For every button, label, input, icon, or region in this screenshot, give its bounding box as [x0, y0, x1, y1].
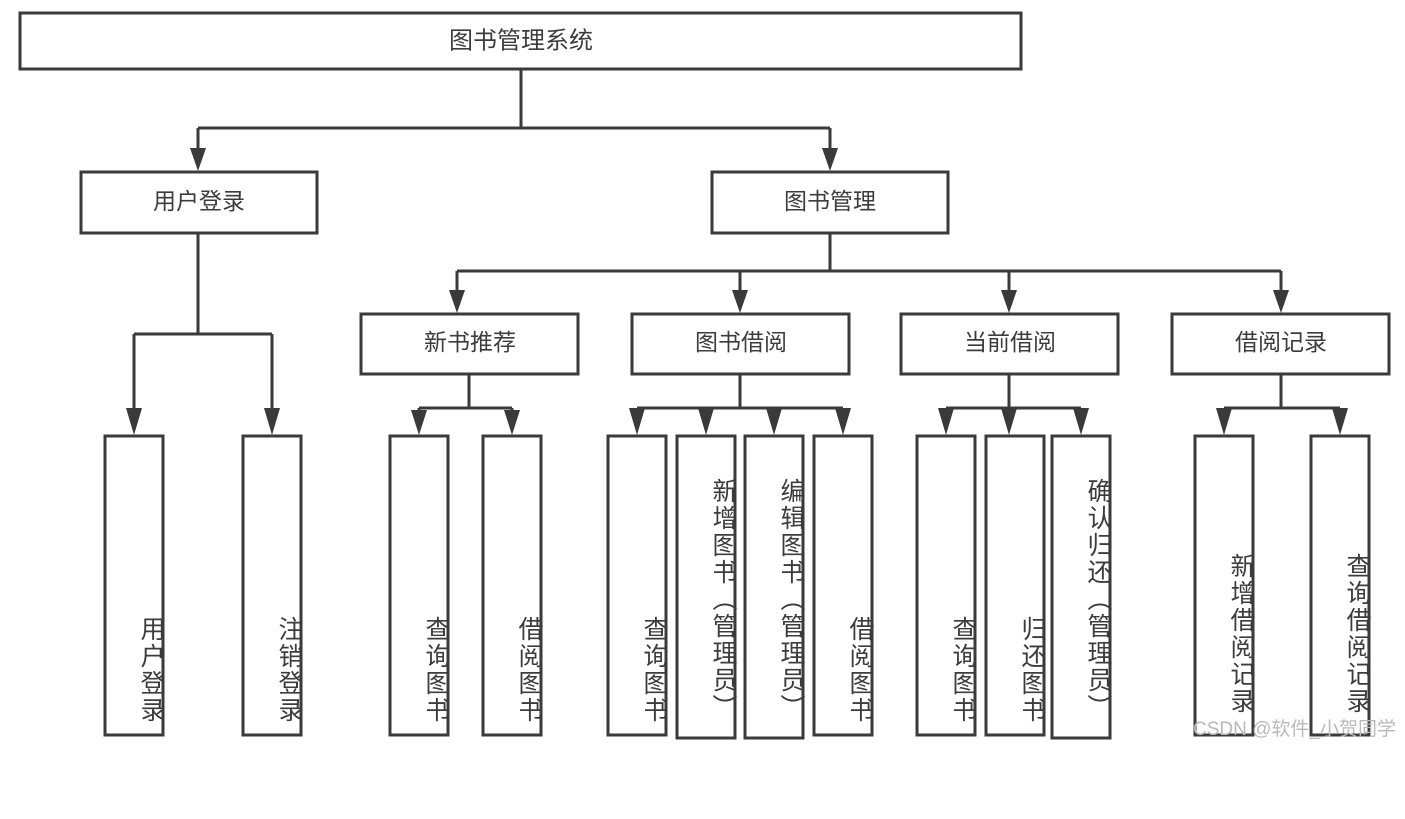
node-new-book-rec[interactable]: 新书推荐: [359, 312, 580, 376]
arrow-head-user-login: [190, 148, 206, 171]
arrow-head-leaf-logout: [264, 408, 280, 435]
arrow-head-leaf-query-book-3: [938, 408, 954, 435]
node-leaf-edit-book-box[interactable]: [743, 434, 805, 740]
arrow-head-leaf-add-record: [1216, 408, 1232, 435]
arrow-head-current-borrow: [1001, 290, 1017, 313]
node-new-book-rec-box[interactable]: [359, 312, 580, 376]
node-leaf-query-book-1-box[interactable]: [388, 434, 450, 737]
node-leaf-query-record-box[interactable]: [1309, 434, 1371, 737]
node-borrow-record-box[interactable]: [1170, 312, 1391, 376]
node-leaf-logout-box[interactable]: [241, 434, 303, 737]
arrow-head-leaf-confirm-return: [1073, 408, 1089, 435]
flowchart-canvas: 图书管理系统 用户登录 图书管理 新书推荐 图书借阅 当前借阅 借阅记录: [18, 11, 1391, 740]
node-leaf-add-book-box[interactable]: [675, 434, 737, 740]
arrow-head-book-manage: [822, 148, 838, 171]
node-book-borrow-box[interactable]: [630, 312, 851, 376]
node-leaf-confirm-return-box[interactable]: [1050, 434, 1112, 740]
node-book-manage-box[interactable]: [710, 170, 950, 235]
node-new-book-rec-label: 新书推荐: [424, 329, 516, 355]
node-user-login-label: 用户登录: [153, 188, 245, 214]
node-leaf-query-book-3-box[interactable]: [915, 434, 977, 737]
arrow-head-leaf-query-book-2: [629, 408, 645, 435]
node-book-borrow[interactable]: 图书借阅: [630, 312, 851, 376]
node-leaf-user-login-box[interactable]: [103, 434, 165, 737]
node-user-login[interactable]: 用户登录: [79, 170, 319, 235]
csdn-watermark: CSDN @软件_小贺同学: [1193, 719, 1396, 740]
node-current-borrow[interactable]: 当前借阅: [899, 312, 1120, 376]
connector-layer: [126, 69, 1348, 435]
arrow-head-book-borrow: [732, 290, 748, 313]
node-borrow-record-label: 借阅记录: [1235, 329, 1327, 355]
node-borrow-record[interactable]: 借阅记录: [1170, 312, 1391, 376]
arrow-head-leaf-borrow-book-1: [504, 410, 520, 435]
node-book-borrow-label: 图书借阅: [695, 329, 787, 355]
node-current-borrow-label: 当前借阅: [964, 329, 1056, 355]
arrow-head-leaf-add-book: [698, 408, 714, 435]
arrow-head-leaf-query-record: [1332, 408, 1348, 435]
arrow-head-new-book-rec: [449, 290, 465, 313]
node-leaf-return-book-box[interactable]: [984, 434, 1046, 737]
node-leaf-query-book-2-box[interactable]: [606, 434, 668, 737]
node-leaf-add-record-box[interactable]: [1193, 434, 1255, 737]
node-root-label: 图书管理系统: [449, 27, 593, 54]
node-user-login-box[interactable]: [79, 170, 319, 235]
arrow-head-leaf-borrow-book-2: [835, 408, 851, 435]
node-book-manage-label: 图书管理: [784, 188, 876, 214]
arrow-head-leaf-user-login: [126, 408, 142, 435]
node-leaf-borrow-book-2-box[interactable]: [812, 434, 874, 737]
node-root[interactable]: 图书管理系统: [18, 11, 1023, 71]
node-current-borrow-box[interactable]: [899, 312, 1120, 376]
node-leaf-borrow-book-1-box[interactable]: [481, 434, 543, 737]
arrow-head-borrow-record: [1273, 290, 1289, 313]
arrow-head-leaf-return-book: [1001, 408, 1017, 435]
arrow-head-leaf-edit-book: [766, 408, 782, 435]
arrow-head-leaf-query-book-1: [411, 410, 427, 435]
flowchart-diagram: 图书管理系统 用户登录 图书管理 新书推荐 图书借阅 当前借阅 借阅记录: [18, 11, 1396, 740]
node-root-box[interactable]: [18, 11, 1023, 71]
node-book-manage[interactable]: 图书管理: [710, 170, 950, 235]
